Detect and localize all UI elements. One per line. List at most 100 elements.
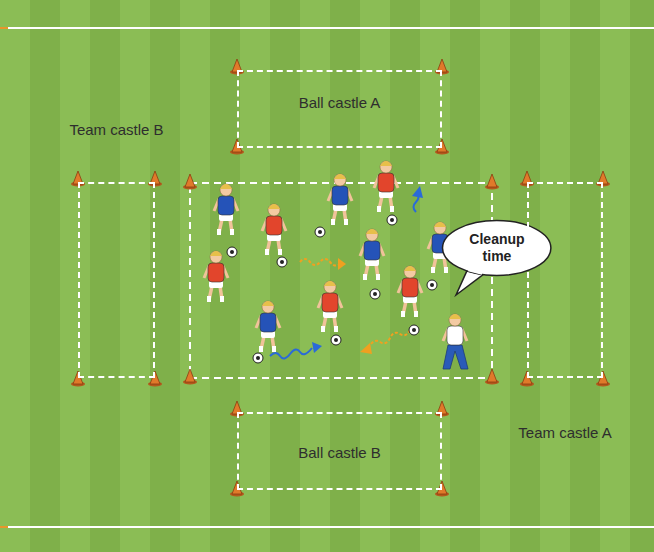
bubble-text: Cleanup time bbox=[462, 231, 532, 265]
ball bbox=[277, 257, 287, 267]
shirt bbox=[218, 196, 234, 215]
sock bbox=[390, 206, 394, 212]
sock bbox=[377, 206, 381, 212]
grass-stripe bbox=[0, 0, 30, 552]
ball bbox=[387, 215, 397, 225]
sock bbox=[321, 326, 325, 332]
cone-body bbox=[487, 369, 497, 382]
shirt bbox=[208, 263, 224, 282]
player bbox=[443, 314, 468, 369]
sock bbox=[278, 249, 282, 255]
cone bbox=[183, 369, 197, 385]
cone bbox=[485, 174, 499, 190]
sock bbox=[334, 326, 338, 332]
ball-patch bbox=[430, 283, 434, 287]
player bbox=[315, 174, 352, 237]
ball-patch bbox=[390, 218, 394, 222]
shirt bbox=[378, 173, 394, 192]
grass-stripe bbox=[420, 0, 450, 552]
sock bbox=[431, 267, 435, 273]
sock bbox=[207, 296, 211, 302]
grass-stripe bbox=[300, 0, 330, 552]
ball bbox=[331, 335, 341, 345]
cone-body bbox=[437, 481, 447, 494]
zone-label: Ball castle B bbox=[298, 444, 381, 462]
hair bbox=[210, 251, 222, 256]
head bbox=[262, 301, 274, 313]
player bbox=[318, 281, 342, 345]
sock bbox=[259, 346, 263, 352]
grass-stripes bbox=[0, 0, 630, 552]
cone bbox=[183, 174, 197, 190]
cone bbox=[596, 171, 610, 187]
cone bbox=[596, 371, 610, 387]
sock bbox=[265, 249, 269, 255]
castle-zone: Ball castle B bbox=[237, 412, 442, 490]
touch-line bbox=[0, 27, 654, 29]
cone bbox=[485, 369, 499, 385]
sock bbox=[401, 311, 405, 317]
ball-patch bbox=[256, 356, 260, 360]
player bbox=[204, 251, 228, 302]
arrow-head bbox=[338, 258, 346, 270]
touch-line bbox=[0, 526, 654, 528]
cone-body bbox=[185, 369, 195, 382]
hair bbox=[449, 314, 461, 319]
sock bbox=[376, 274, 380, 280]
cone bbox=[148, 171, 162, 187]
head bbox=[380, 161, 392, 173]
head bbox=[324, 281, 336, 293]
head bbox=[404, 266, 416, 278]
hair bbox=[324, 281, 336, 286]
bubble-join bbox=[469, 270, 483, 273]
ball-patch bbox=[230, 250, 234, 254]
dribble-path bbox=[300, 259, 340, 266]
sock bbox=[363, 274, 367, 280]
cone bbox=[435, 401, 449, 417]
player bbox=[360, 229, 384, 299]
ball bbox=[409, 325, 419, 335]
hair bbox=[268, 204, 280, 209]
grass-stripe bbox=[60, 0, 90, 552]
player bbox=[262, 204, 287, 267]
grass-stripe bbox=[120, 0, 150, 552]
arrow-head bbox=[360, 343, 372, 354]
ball bbox=[253, 353, 263, 363]
sock bbox=[217, 229, 221, 235]
player bbox=[374, 161, 398, 225]
hair bbox=[434, 222, 446, 227]
head bbox=[334, 174, 346, 186]
zone-label: Team castle A bbox=[518, 424, 611, 442]
hair bbox=[220, 184, 232, 189]
cone-body bbox=[185, 174, 195, 187]
cone-body bbox=[437, 139, 447, 152]
shirt bbox=[402, 278, 418, 297]
playing-area bbox=[190, 183, 492, 378]
ball bbox=[315, 227, 325, 237]
hair bbox=[334, 174, 346, 179]
zone-label: Ball castle A bbox=[299, 94, 381, 112]
ball-patch bbox=[373, 292, 377, 296]
ball-patch bbox=[334, 338, 338, 342]
ball bbox=[427, 280, 437, 290]
sock bbox=[230, 229, 234, 235]
head bbox=[220, 184, 232, 196]
grass-stripe bbox=[600, 0, 630, 552]
ball-patch bbox=[280, 260, 284, 264]
head bbox=[366, 229, 378, 241]
shirt bbox=[266, 216, 282, 235]
player bbox=[253, 301, 280, 363]
shirt bbox=[364, 241, 380, 260]
hair bbox=[262, 301, 274, 306]
head bbox=[268, 204, 280, 216]
shirt bbox=[260, 313, 276, 332]
head bbox=[449, 314, 461, 326]
hair bbox=[380, 161, 392, 166]
dribble-path bbox=[270, 348, 312, 359]
castle-zone: Team castle B bbox=[78, 182, 155, 378]
hair bbox=[404, 266, 416, 271]
sock bbox=[272, 346, 276, 352]
arrow-head bbox=[312, 342, 322, 353]
